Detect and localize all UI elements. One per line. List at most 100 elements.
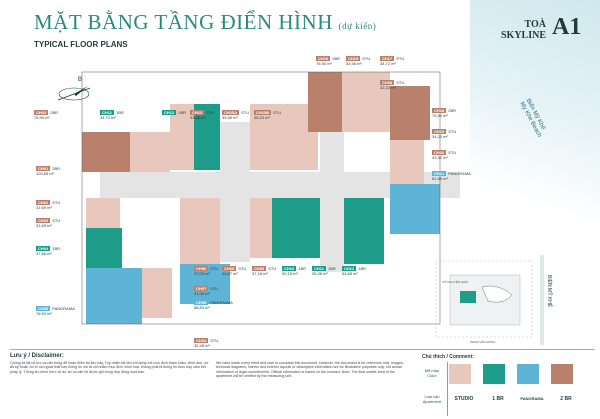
site-road-bottom: PHẠM VĂN ĐỒNG — [470, 339, 496, 344]
site-road-side: VÕ NGUYÊN GIÁP — [442, 279, 468, 284]
unit-ch04 — [86, 228, 122, 268]
legend-color-label-en: Color — [427, 373, 437, 378]
unit-code: CH04 — [194, 338, 209, 343]
unit-ch19 — [390, 140, 424, 164]
unit-code: CH20 — [432, 150, 447, 155]
site-tower — [460, 291, 476, 303]
unit-code: CH17 — [380, 56, 395, 61]
unit-ch07 — [180, 198, 220, 264]
legend-label-studio: STUDIO — [454, 396, 474, 402]
unit-type: PANORAMA — [210, 300, 233, 305]
unit-type: 1BR — [298, 266, 307, 271]
unit-type: 2BR — [52, 166, 61, 171]
corridor-core-2 — [320, 112, 344, 272]
legend: Mã màu Color Loại căn Apartment STUDIO 1… — [417, 362, 595, 416]
unit-code: CH06 — [194, 266, 209, 271]
unit-code: CH08 — [194, 300, 209, 305]
unit-code: CH21 — [432, 171, 447, 176]
unit-area: 37,03 m² — [194, 271, 210, 276]
unit-type: STU — [448, 150, 457, 155]
unit-type: STU — [396, 80, 405, 85]
unit-area: 31,69 m² — [36, 223, 52, 228]
unit-type: STU — [362, 56, 371, 61]
unit-ch02-top — [130, 132, 170, 172]
unit-code: CH11 — [100, 110, 115, 115]
disclaimer-en: We have made every effort and care to co… — [216, 361, 404, 379]
unit-ch13 — [250, 104, 272, 170]
unit-area: 34,72 m² — [100, 115, 116, 120]
unit-ch05 — [86, 268, 142, 324]
unit-ch15 — [342, 72, 364, 132]
unit-code: CH18 — [432, 108, 447, 113]
legend-color-header: Mã màu Color — [419, 368, 445, 378]
unit-type: STU — [52, 218, 61, 223]
unit-ch06 — [142, 268, 172, 318]
legend-swatches — [449, 364, 573, 384]
unit-ch15a — [272, 104, 294, 170]
unit-code: CH09 — [222, 266, 237, 271]
unit-area: 31,06 m² — [194, 291, 210, 296]
unit-ch02 — [86, 198, 120, 228]
unit-ch09 — [250, 198, 272, 258]
tower-prefix: TOÀ — [524, 19, 547, 30]
unit-code: CH07 — [194, 286, 209, 291]
unit-type: STU — [268, 266, 277, 271]
compass-letter: B — [78, 77, 82, 83]
unit-type: STU — [448, 129, 457, 134]
unit-area: 34,87 m² — [222, 271, 238, 276]
floor-plan — [81, 71, 460, 325]
unit-area: 33,48 m² — [190, 115, 206, 120]
unit-ch21 — [390, 184, 440, 234]
corridor-core — [220, 122, 250, 262]
legend-swatch-2br — [551, 364, 573, 384]
section-divider — [10, 349, 595, 350]
unit-ch11-b — [298, 198, 320, 258]
unit-type: STU — [273, 110, 282, 115]
page-title: MẶT BẰNG TẦNG ĐIỂN HÌNH (dự kiến) — [34, 10, 376, 35]
unit-type: 1BR — [358, 266, 367, 271]
unit-type: PANORAMA — [448, 171, 471, 176]
unit-code: CH05 — [36, 306, 51, 311]
legend-labels: STUDIO 1 BR PANORAMA 2 BR — [447, 396, 583, 402]
legend-label-panorama: PANORAMA — [520, 396, 544, 401]
unit-type: STU — [238, 266, 247, 271]
unit-ch16 — [308, 72, 342, 132]
legend-swatch-1br — [483, 364, 505, 384]
unit-area: 76,90 m² — [316, 61, 332, 66]
unit-area: 59,15 m² — [282, 271, 298, 276]
legend-title: Chú thích / Comment: — [422, 354, 474, 360]
unit-area: 37,18 m² — [252, 271, 268, 276]
legend-color-label: Mã màu — [424, 368, 440, 373]
legend-type-header: Loại căn Apartment — [419, 394, 445, 404]
unit-code: CH08 — [380, 80, 395, 85]
unit-code: CH19 — [432, 129, 447, 134]
unit-type: STU — [210, 266, 219, 271]
unit-code: CH15B — [254, 110, 272, 115]
page-subtitle: TYPICAL FLOOR PLANS — [34, 40, 128, 49]
legend-label-1br: 1 BR — [492, 396, 504, 402]
unit-type: PANORAMA — [52, 306, 75, 311]
unit-code: CH10 — [282, 266, 297, 271]
floor-plan-walls — [81, 71, 441, 325]
unit-type: 1BR — [328, 266, 336, 271]
unit-area: 35,56 m² — [222, 115, 238, 120]
site-road-right: BIỂN MỸ KHÊ — [546, 275, 554, 308]
unit-ch10-b — [272, 198, 298, 258]
